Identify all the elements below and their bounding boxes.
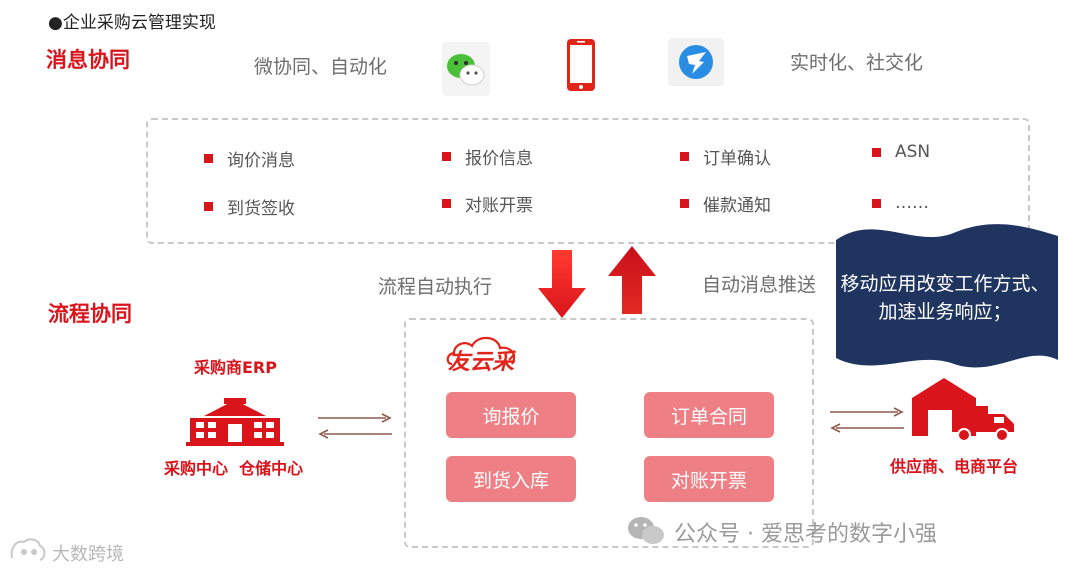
exchange-arrows-icon [318, 412, 392, 440]
watermark-right: 公众号 · 爱思考的数字小强 [674, 522, 937, 547]
messaging-left-caption: 微协同、自动化 [254, 56, 388, 78]
messaging-section-title: 消息协同 [46, 48, 130, 72]
arrow-up-label: 自动消息推送 [702, 274, 817, 296]
page-title: ●企业采购云管理实现 [48, 13, 216, 33]
mobile-phone-icon [566, 38, 596, 92]
reconcile-invoice-button[interactable]: 对账开票 [644, 456, 774, 502]
warehouse-truck-icon [912, 376, 1018, 442]
buyer-subtitle: 采购中心 仓储中心 [164, 459, 304, 478]
process-section-title: 流程协同 [48, 302, 132, 326]
brand-name: 友云采 [448, 350, 515, 375]
arrow-up-icon [608, 246, 656, 314]
message-item: 对账开票 [442, 191, 533, 216]
brand-watermark-icon [8, 536, 48, 564]
arrow-down-icon [538, 250, 586, 318]
inquiry-quote-button[interactable]: 询报价 [446, 392, 576, 438]
message-item: 催款通知 [680, 191, 771, 216]
order-contract-button[interactable]: 订单合同 [644, 392, 774, 438]
message-item: 询价消息 [204, 146, 295, 171]
message-list-box [146, 118, 1030, 244]
bullet-icon [680, 152, 689, 161]
buyer-erp-title: 采购商ERP [194, 358, 277, 377]
bullet-icon [204, 202, 213, 211]
wechat-icon [442, 42, 490, 96]
supplier-subtitle: 供应商、电商平台 [890, 457, 1019, 476]
arrow-down-label: 流程自动执行 [378, 276, 493, 298]
message-item: 订单确认 [680, 144, 771, 169]
bullet-icon [872, 147, 881, 157]
process-box [404, 318, 814, 548]
wechat-watermark-icon [626, 514, 666, 546]
message-item: …… [872, 193, 929, 213]
message-item: 到货签收 [204, 194, 295, 219]
dingtalk-icon [668, 38, 724, 86]
watermark-left: 大数跨境 [52, 544, 124, 565]
banner-shape [836, 218, 1058, 374]
bullet-icon [442, 199, 451, 208]
building-icon [186, 398, 284, 446]
cloud-logo-icon [446, 334, 524, 374]
messaging-right-caption: 实时化、社交化 [790, 52, 924, 74]
bullet-icon [442, 152, 451, 161]
bullet-icon [872, 198, 881, 208]
message-item: 报价信息 [442, 144, 533, 169]
exchange-arrows-icon [830, 406, 904, 434]
goods-receipt-button[interactable]: 到货入库 [446, 456, 576, 502]
bullet-icon [204, 154, 213, 163]
bullet-icon [680, 199, 689, 208]
banner-text: 移动应用改变工作方式、加速业务响应； [840, 273, 1050, 323]
message-item: ASN [872, 142, 930, 162]
